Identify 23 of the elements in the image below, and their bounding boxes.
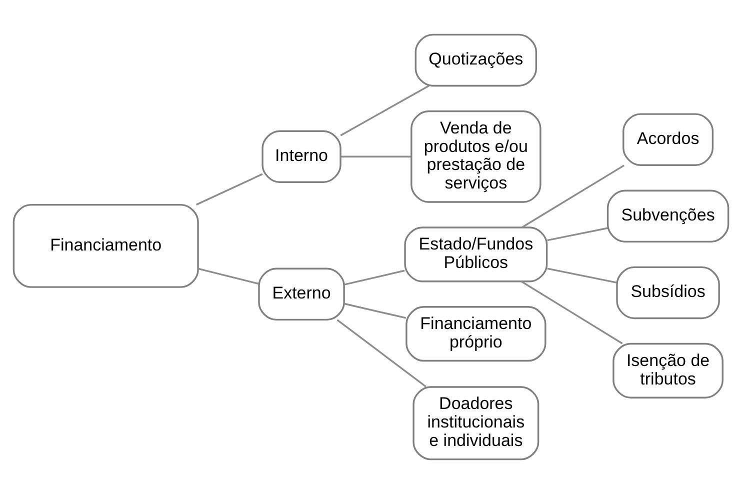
node-box: Quotizações bbox=[414, 33, 538, 86]
connector bbox=[547, 226, 608, 241]
connector bbox=[344, 269, 405, 285]
connector bbox=[340, 84, 430, 136]
node-box: Acordos bbox=[622, 112, 714, 166]
node-box: Doadores institucionais e individuais bbox=[412, 386, 540, 460]
node-box: Isenção de tributos bbox=[612, 342, 724, 398]
connector bbox=[196, 172, 263, 205]
connector bbox=[547, 267, 617, 283]
connector bbox=[340, 155, 412, 157]
connector bbox=[336, 318, 426, 387]
connector bbox=[520, 280, 623, 344]
node-box: Estado/Fundos Públicos bbox=[404, 226, 548, 282]
node-box: Externo bbox=[258, 267, 345, 320]
connector bbox=[522, 164, 624, 228]
node-box: Interno bbox=[262, 130, 342, 182]
node-box: Subvenções bbox=[606, 189, 730, 242]
connector bbox=[344, 302, 406, 318]
connector bbox=[198, 267, 260, 284]
node-box: Financiamento bbox=[12, 203, 199, 288]
node-box: Subsídios bbox=[616, 266, 720, 319]
node-box: Venda de produtos e/ou prestação de serviços bbox=[410, 110, 542, 202]
node-box: Financiamento próprio bbox=[406, 306, 546, 362]
